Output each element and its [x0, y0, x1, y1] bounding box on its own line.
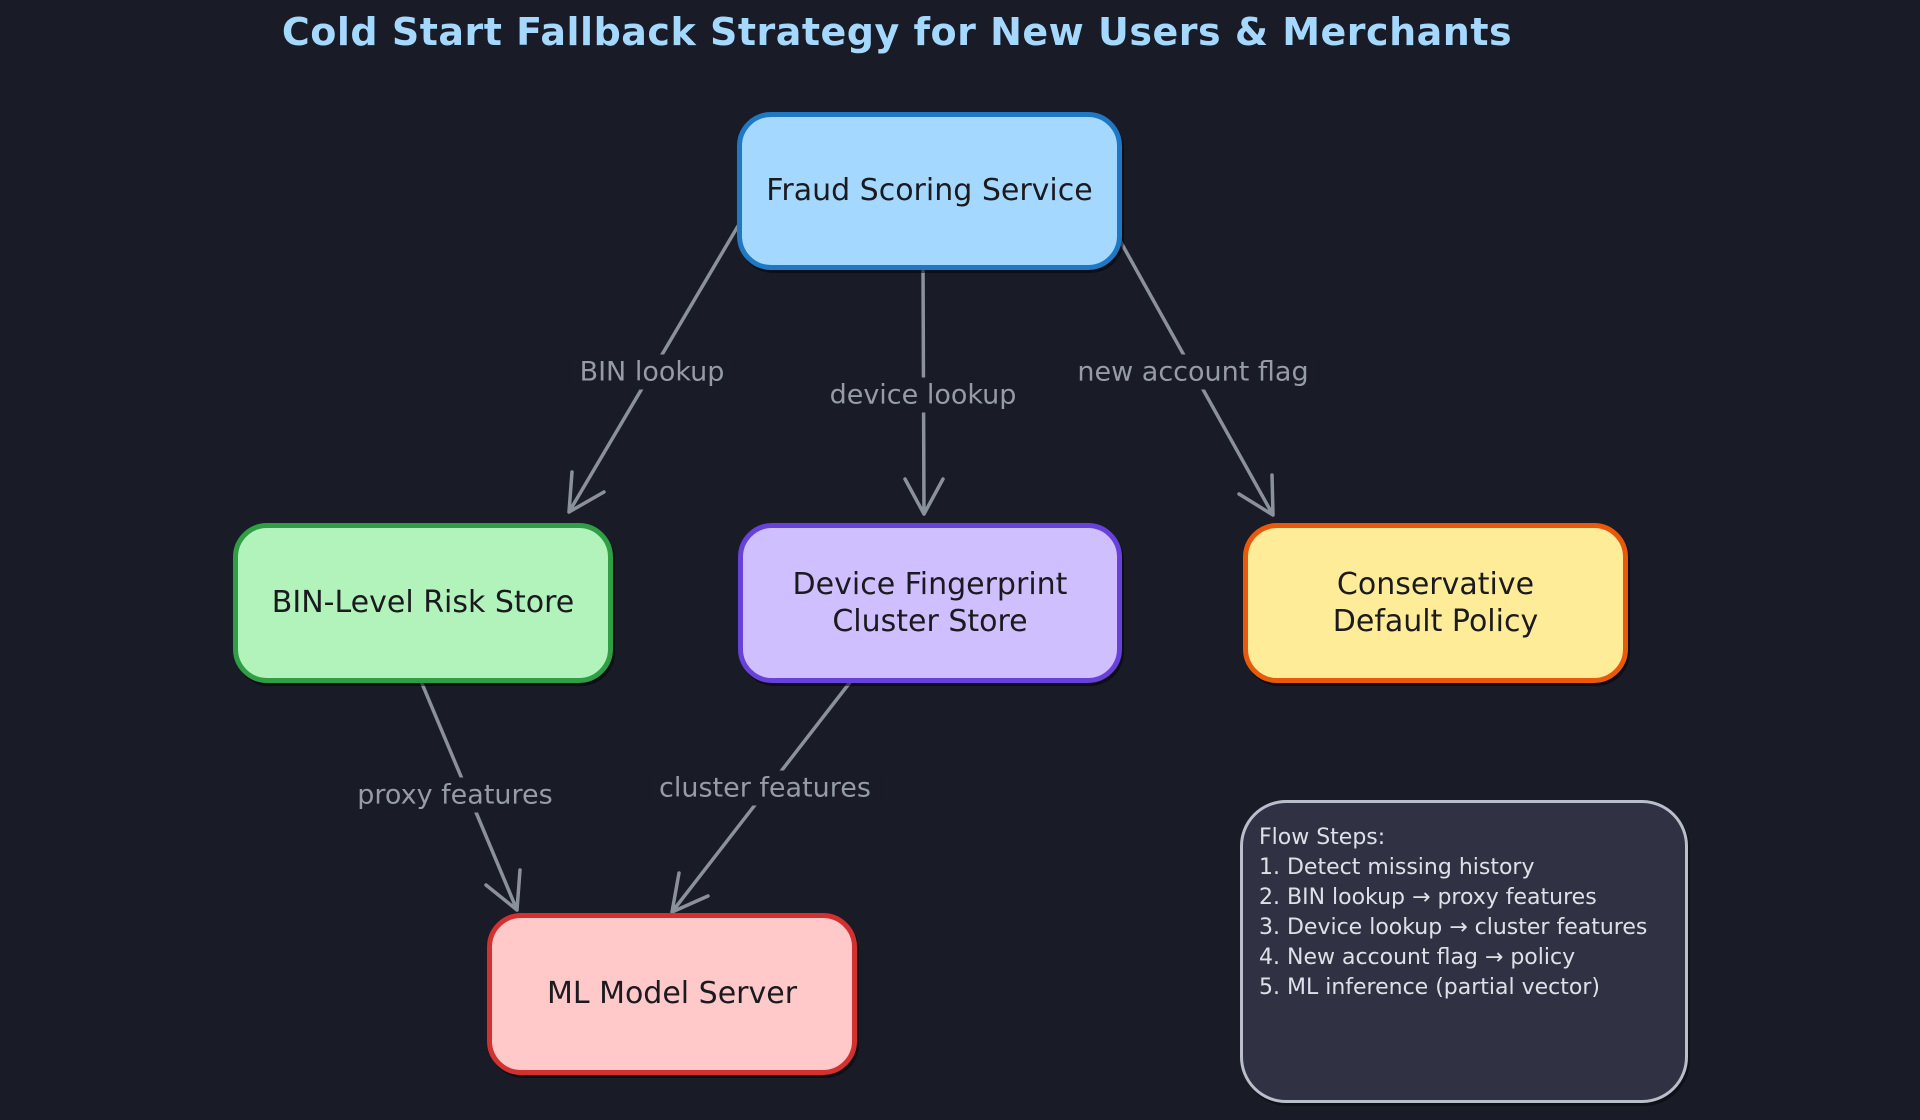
edge-label-bin-lookup: BIN lookup	[569, 354, 735, 390]
node-fraud-scoring-service: Fraud Scoring Service	[737, 112, 1122, 270]
edge-label-proxy-features: proxy features	[347, 777, 563, 813]
node-label-device-fingerprint-cluster-store: Device Fingerprint Cluster Store	[792, 566, 1068, 640]
diagram-title: Cold Start Fallback Strategy for New Use…	[281, 10, 1513, 54]
flow-step-5: 5. ML inference (partial vector)	[1259, 975, 1600, 1000]
node-label-conservative-default-policy: Conservative Default Policy	[1332, 566, 1539, 640]
edge-label-new-account-flag: new account flag	[1067, 354, 1319, 390]
node-conservative-default-policy: Conservative Default Policy	[1243, 523, 1628, 683]
flow-step-3: 3. Device lookup → cluster features	[1259, 915, 1648, 940]
node-bin-level-risk-store: BIN-Level Risk Store	[233, 523, 613, 683]
node-device-fingerprint-cluster-store: Device Fingerprint Cluster Store	[738, 523, 1122, 683]
node-label-ml-model-server: ML Model Server	[546, 976, 798, 1012]
flow-step-1: 1. Detect missing history	[1259, 855, 1535, 880]
node-ml-model-server: ML Model Server	[487, 913, 857, 1075]
flow-step-4: 4. New account flag → policy	[1259, 945, 1576, 970]
flow-steps-panel: Flow Steps: 1. Detect missing history 2.…	[1240, 800, 1688, 1103]
node-label-bin-level-risk-store: BIN-Level Risk Store	[271, 585, 575, 621]
edge-label-cluster-features: cluster features	[649, 770, 881, 806]
node-label-fraud-scoring-service: Fraud Scoring Service	[766, 173, 1093, 209]
flow-step-2: 2. BIN lookup → proxy features	[1259, 885, 1597, 910]
flow-steps-heading: Flow Steps:	[1259, 825, 1386, 850]
edge-label-device-lookup: device lookup	[819, 377, 1027, 413]
